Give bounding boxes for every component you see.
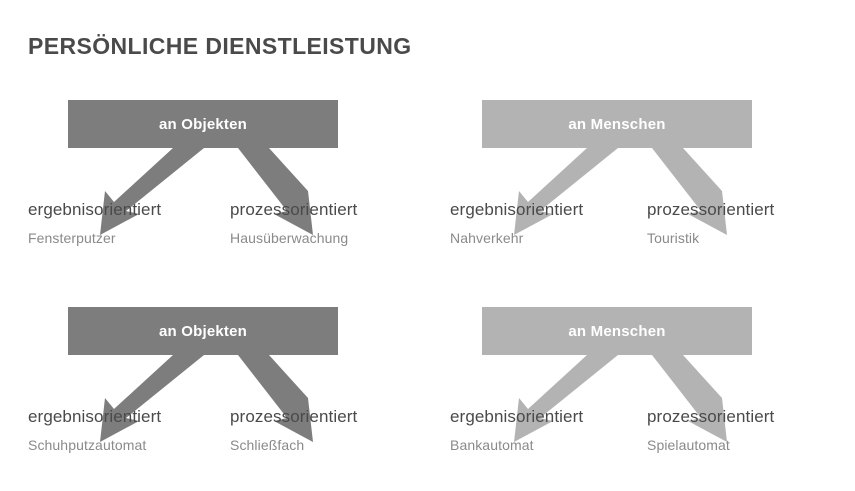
- branch-right-example: Touristik: [647, 230, 700, 246]
- diagram-group-top-right: an Menschen ergebnisorientiert Nahverkeh…: [432, 95, 832, 280]
- branch-left: ergebnisorientiert Schuhputzautomat: [28, 407, 161, 453]
- branch-right: prozessorientiert Touristik: [647, 200, 774, 246]
- branch-right-label: prozessorientiert: [647, 200, 775, 219]
- branch-right-example: Spielautomat: [647, 437, 730, 453]
- diagram-group-bottom-left: an Objekten ergebnisorientiert Schuhputz…: [8, 302, 408, 487]
- branch-right-example: Schließfach: [230, 437, 305, 453]
- category-box-label: an Objekten: [158, 322, 248, 340]
- branch-left: ergebnisorientiert Bankautomat: [450, 407, 583, 453]
- branch-right-label: prozessorientiert: [647, 407, 775, 426]
- branch-right: prozessorientiert Hausüberwachung: [230, 200, 357, 246]
- branch-right: prozessorientiert Schließfach: [230, 407, 357, 453]
- branch-right: prozessorientiert Spielautomat: [647, 407, 774, 453]
- diagram-group-top-left: an Objekten ergebnisorientiert Fensterpu…: [8, 95, 408, 280]
- branch-left-example: Fensterputzer: [28, 230, 116, 246]
- category-box-an-menschen: an Menschen: [482, 100, 752, 148]
- category-box-label: an Menschen: [568, 322, 666, 340]
- branch-left-example: Nahverkehr: [450, 230, 524, 246]
- branch-left-example: Bankautomat: [450, 437, 534, 453]
- diagram-group-bottom-right: an Menschen ergebnisorientiert Bankautom…: [432, 302, 832, 487]
- branch-right-label: prozessorientiert: [230, 200, 358, 219]
- branch-left: ergebnisorientiert Nahverkehr: [450, 200, 583, 246]
- category-box-an-objekten: an Objekten: [68, 100, 338, 148]
- category-box-an-objekten: an Objekten: [68, 307, 338, 355]
- branch-right-label: prozessorientiert: [230, 407, 358, 426]
- category-box-label: an Menschen: [568, 115, 666, 133]
- page-title: PERSÖNLICHE DIENSTLEISTUNG: [28, 33, 412, 59]
- branch-left-label: ergebnisorientiert: [450, 200, 584, 219]
- category-box-an-menschen: an Menschen: [482, 307, 752, 355]
- branch-left-label: ergebnisorientiert: [450, 407, 584, 426]
- branch-left: ergebnisorientiert Fensterputzer: [28, 200, 161, 246]
- category-box-label: an Objekten: [158, 115, 248, 133]
- branch-left-example: Schuhputzautomat: [28, 437, 147, 453]
- branch-left-label: ergebnisorientiert: [28, 200, 162, 219]
- branch-left-label: ergebnisorientiert: [28, 407, 162, 426]
- branch-right-example: Hausüberwachung: [230, 230, 349, 246]
